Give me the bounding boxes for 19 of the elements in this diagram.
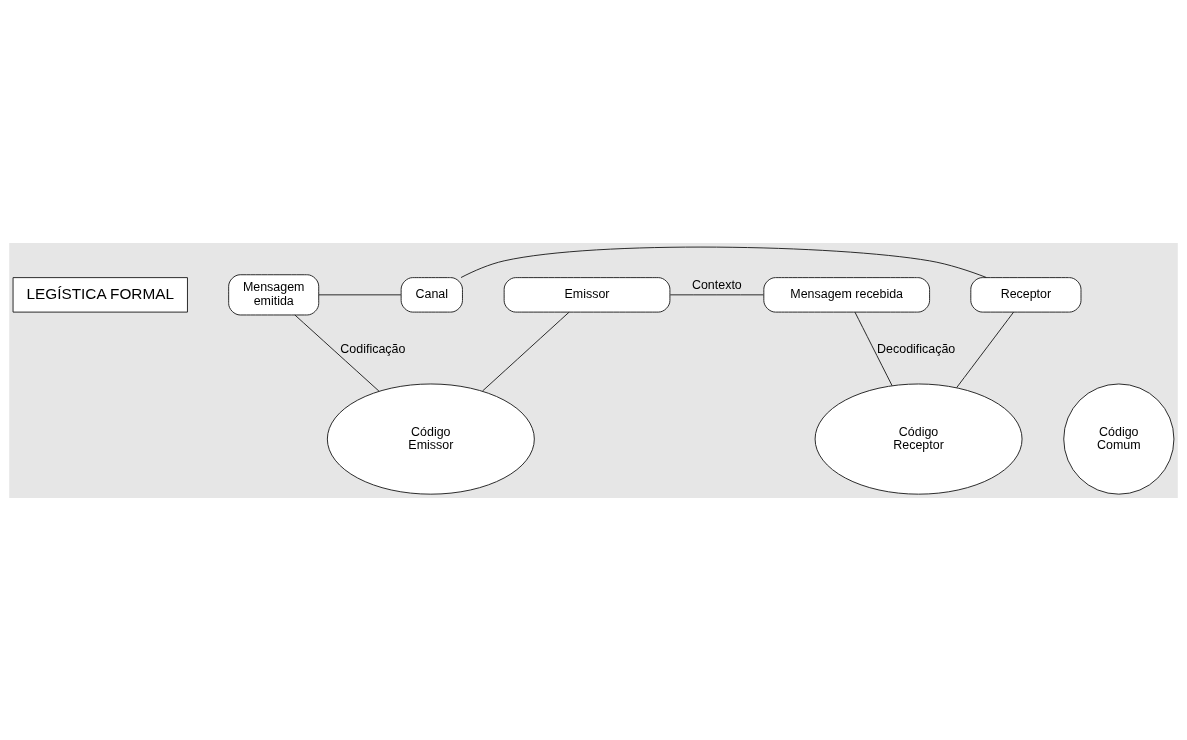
connector [460,246,987,278]
connector [956,311,1015,388]
connector [854,311,893,386]
node-box: Canal [400,276,463,313]
node-box: Mensagem emitida [228,273,320,315]
node-box: Receptor [970,276,1082,313]
connector [669,293,764,295]
connector [294,314,380,392]
connector [318,293,402,295]
node-box: Emissor [503,276,671,313]
edge-label: Contexto [691,277,742,292]
edge-label: Codificação [340,341,406,356]
node-ellipse: Código Emissor [326,383,535,495]
node-ellipse: Código Receptor [814,383,1023,495]
node-box: LEGÍSTICA FORMAL [12,276,188,313]
node-circle: Código Comum [1063,383,1175,495]
connector [482,311,570,391]
node-box: Mensagem recebida [763,276,931,313]
edge-label: Decodificação [877,341,956,356]
